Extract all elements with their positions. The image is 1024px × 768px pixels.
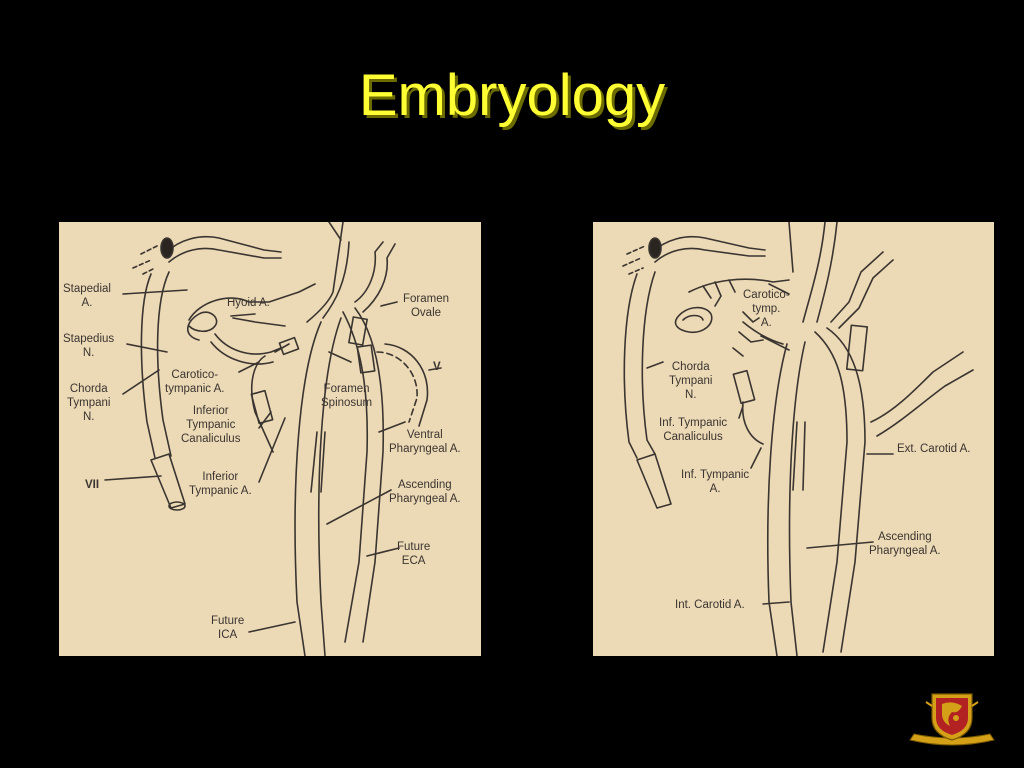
label-line: A. xyxy=(760,317,772,329)
label-line: Spinosum xyxy=(321,397,373,409)
label-ventral-pharyngeal-artery: Ventral Pharyngeal A. xyxy=(389,428,461,456)
label-stapedial-artery: Stapedial A. xyxy=(63,282,111,310)
label-inferior-tympanic-artery: Inferior Tympanic A. xyxy=(189,470,252,498)
label-foramen-spinosum: Foramen Spinosum xyxy=(321,382,372,410)
label-line: Inferior xyxy=(202,471,239,483)
label-line: Int. Carotid A. xyxy=(675,599,745,611)
label-line: Carotico- xyxy=(743,289,790,301)
label-line: VII xyxy=(85,479,100,491)
right-diagram: Carotico- tymp. A. Chorda Tympani N. Inf… xyxy=(593,222,994,656)
label-line: Chorda xyxy=(69,383,108,395)
label-line: ICA xyxy=(218,629,238,641)
label-line: Pharyngeal A. xyxy=(389,493,461,505)
label-line: Future xyxy=(397,541,431,553)
slide-title: Embryology xyxy=(358,63,666,128)
label-line: Stapedius xyxy=(63,333,115,345)
label-line: Ascending xyxy=(877,531,932,543)
label-line: A. xyxy=(81,297,93,309)
label-line: Ventral xyxy=(406,429,443,441)
label-line: Future xyxy=(211,615,245,627)
label-line: Ext. Carotid A. xyxy=(897,443,971,455)
label-line: Pharyngeal A. xyxy=(869,545,941,557)
label-v-nerve: V xyxy=(433,360,441,374)
left-diagram-drawing xyxy=(104,222,442,656)
label-ascending-pharyngeal-artery: Ascending Pharyngeal A. xyxy=(869,530,941,558)
label-line: Tympani xyxy=(669,375,713,387)
label-line: Pharyngeal A. xyxy=(389,443,461,455)
label-line: N. xyxy=(82,411,95,423)
label-line: Ovale xyxy=(410,307,442,319)
label-line: Tympani xyxy=(67,397,111,409)
label-line: Carotico- xyxy=(171,369,219,381)
label-line: V xyxy=(433,361,441,373)
label-external-carotid-artery: Ext. Carotid A. xyxy=(897,442,971,456)
label-line: Tympanic A. xyxy=(189,485,252,497)
label-inferior-tympanic-artery: Inf. Tympanic A. xyxy=(681,468,749,496)
university-crest-icon xyxy=(906,688,998,748)
label-inferior-tympanic-canaliculus: Inf. Tympanic Canaliculus xyxy=(659,416,727,444)
label-inferior-tympanic-canaliculus: Inferior Tympanic Canaliculus xyxy=(181,404,240,446)
label-line: Inferior xyxy=(192,405,229,417)
label-line: N. xyxy=(684,389,697,401)
label-future-ica: Future ICA xyxy=(211,614,244,642)
label-line: Hyoid A. xyxy=(227,297,270,309)
label-line: Foramen xyxy=(323,383,370,395)
label-internal-carotid-artery: Int. Carotid A. xyxy=(675,598,745,612)
label-foramen-ovale: Foramen Ovale xyxy=(403,292,449,320)
label-line: Ascending xyxy=(397,479,452,491)
label-line: tymp. xyxy=(752,303,781,315)
label-vii-nerve: VII xyxy=(85,478,99,492)
label-line: Chorda xyxy=(671,361,710,373)
label-chorda-tympani: Chorda Tympani N. xyxy=(67,382,110,424)
label-stapedius-nerve: Stapedius N. xyxy=(63,332,114,360)
label-line: N. xyxy=(82,347,95,359)
label-line: Foramen xyxy=(403,293,450,305)
right-diagram-drawing xyxy=(622,222,974,656)
label-line: Stapedial xyxy=(63,283,111,295)
label-line: Inf. Tympanic xyxy=(681,469,750,481)
label-line: tympanic A. xyxy=(165,383,225,395)
label-line: ECA xyxy=(401,555,426,567)
label-caroticotympanic-artery: Carotico- tymp. A. xyxy=(743,288,790,330)
label-future-eca: Future ECA xyxy=(397,540,430,568)
label-line: A. xyxy=(709,483,721,495)
crest-drawing xyxy=(909,693,995,746)
label-line: Tympanic xyxy=(186,419,236,431)
label-hyoid-artery: Hyoid A. xyxy=(227,296,270,310)
label-ascending-pharyngeal-artery: Ascending Pharyngeal A. xyxy=(389,478,461,506)
label-line: Canaliculus xyxy=(663,431,723,443)
label-line: Canaliculus xyxy=(181,433,241,445)
label-caroticotympanic-artery: Carotico- tympanic A. xyxy=(165,368,224,396)
label-chorda-tympani: Chorda Tympani N. xyxy=(669,360,712,402)
left-diagram: Stapedial A. Hyoid A. Foramen Ovale Stap… xyxy=(59,222,481,656)
label-line: Inf. Tympanic xyxy=(659,417,728,429)
